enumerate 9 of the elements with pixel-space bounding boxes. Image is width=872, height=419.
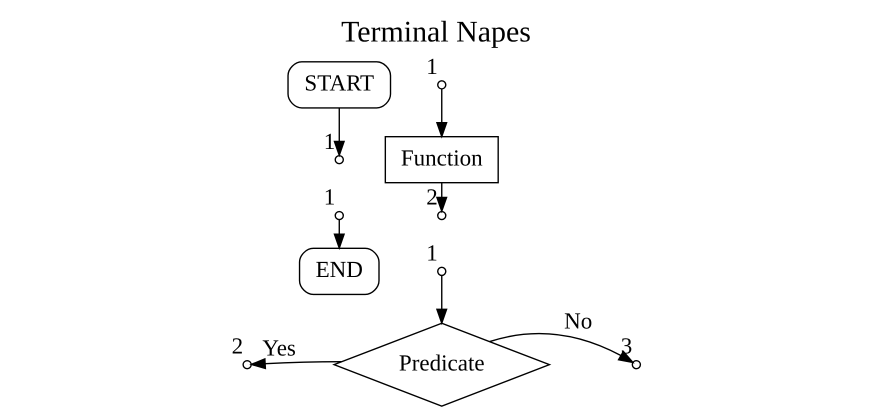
diagram-title: Terminal Napes bbox=[341, 15, 531, 48]
node-label: 1 bbox=[426, 52, 438, 79]
node-label: 1 bbox=[324, 184, 336, 210]
node-label: 1 bbox=[324, 128, 336, 154]
edge-label: Yes bbox=[262, 334, 296, 360]
node-label: 1 bbox=[426, 239, 438, 266]
edge-label: No bbox=[564, 308, 592, 334]
node-label: 2 bbox=[232, 332, 244, 359]
node-label: 2 bbox=[426, 184, 438, 210]
